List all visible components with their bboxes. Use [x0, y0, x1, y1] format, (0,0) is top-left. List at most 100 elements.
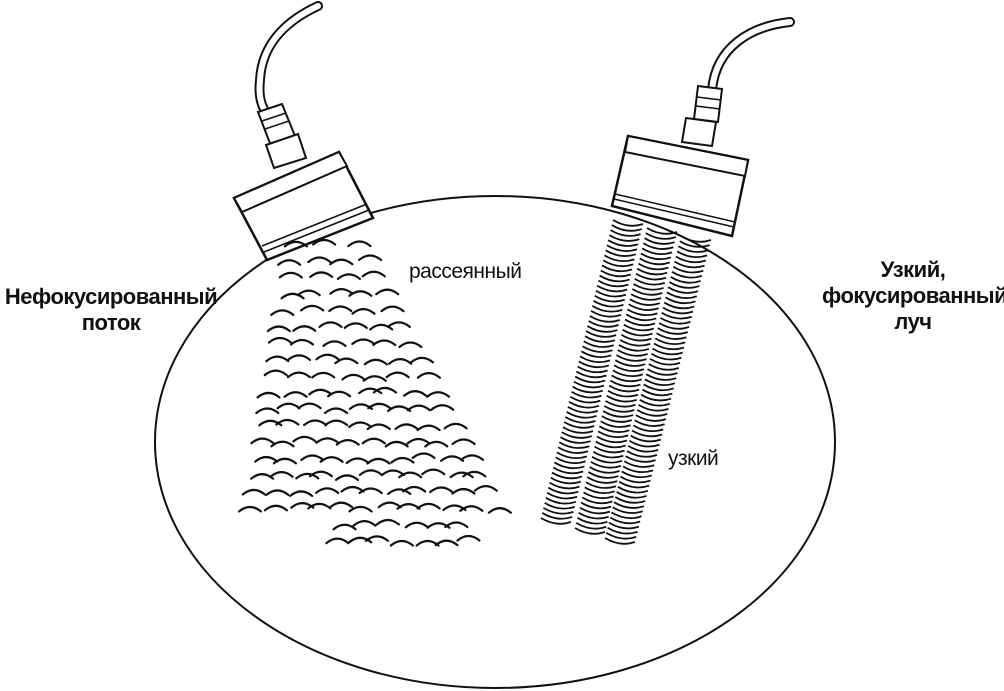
focused-wavelet	[587, 471, 619, 479]
tissue-body	[154, 195, 836, 689]
focused-wavelet	[634, 278, 666, 286]
focused-wavelet	[566, 411, 597, 419]
scatter-wavelet	[459, 454, 485, 461]
focused-wavelet	[590, 461, 622, 469]
focused-wavelet	[601, 264, 633, 273]
focused-wavelet	[625, 313, 657, 322]
scatter-wavelet	[241, 488, 266, 496]
focused-wavelet	[597, 279, 629, 288]
focused-wavelet	[540, 517, 572, 525]
scatter-wavelet	[439, 455, 465, 462]
focused-wavelet	[614, 496, 646, 504]
focused-wavelet	[605, 249, 636, 257]
focused-wavelet	[593, 300, 624, 308]
unfocused-label-line1: Нефокусированный	[4, 284, 218, 309]
scatter-wavelet	[309, 271, 334, 279]
scatter-wavelet	[347, 240, 372, 248]
scatter-wavelet	[278, 271, 303, 279]
focused-label-line2: фокусированный	[822, 283, 1004, 308]
unfocused-transducer-icon	[232, 1, 375, 262]
focused-wavelet	[572, 385, 604, 394]
focused-wavelet	[592, 450, 624, 459]
focused-wavelet	[619, 339, 651, 347]
focused-wavelet	[632, 424, 664, 433]
unfocused-stream-label: Нефокусированный поток	[0, 284, 222, 336]
scatter-wavelet	[340, 485, 365, 493]
scatter-wavelet	[363, 358, 388, 366]
focused-wavelet	[577, 365, 608, 374]
scatter-wavelet	[292, 435, 317, 443]
scatter-wavelet	[341, 373, 366, 381]
focused-wavelet	[555, 456, 586, 465]
scatter-wavelet	[289, 338, 315, 346]
focused-wavelet	[616, 491, 647, 499]
focused-wavelet	[618, 344, 650, 352]
focused-wavelet	[639, 399, 671, 407]
focused-wavelet	[612, 369, 644, 378]
scatter-wavelet	[275, 418, 300, 426]
scatter-wavelet	[265, 355, 290, 363]
scatter-wavelet	[326, 390, 352, 398]
focused-wavelet	[569, 396, 601, 404]
focused-wavelet	[550, 476, 582, 485]
scatter-wavelet	[389, 539, 414, 547]
focused-wavelet	[658, 322, 690, 330]
focused-wavelet	[674, 260, 705, 269]
scatter-wavelet	[319, 456, 344, 463]
scatter-wavelet	[323, 407, 349, 415]
focused-wavelet	[584, 486, 616, 495]
scatter-wavelet	[329, 258, 354, 266]
scatter-wavelet	[369, 323, 394, 331]
scatter-wavelet	[386, 321, 411, 328]
focused-wavelet	[612, 219, 644, 227]
focused-wavelet	[629, 439, 660, 448]
focused-wavelet	[624, 318, 656, 327]
focused-wavelet	[595, 440, 627, 449]
focused-wavelet	[579, 355, 611, 364]
focused-wavelet	[610, 229, 641, 237]
focused-wavelet	[675, 255, 707, 264]
scatter-wavelet	[308, 470, 334, 478]
focused-wavelet	[564, 416, 596, 424]
scatter-wavelet	[343, 322, 368, 330]
scatter-wavelet	[300, 454, 325, 462]
focused-wavelet	[601, 415, 633, 423]
scatter-wavelet	[315, 437, 340, 444]
scatter-wavelet	[336, 273, 361, 281]
focused-wavelet	[544, 502, 575, 510]
focused-wavelet	[630, 434, 662, 443]
scatter-wavelet	[300, 304, 325, 312]
focused-wavelet	[611, 374, 642, 383]
focused-wavelet	[617, 486, 649, 494]
focused-wavelet	[545, 497, 577, 505]
focused-wavelet	[558, 441, 590, 449]
scatter-wavelet	[266, 325, 291, 333]
scatter-wavelet	[402, 485, 427, 493]
scatter-wavelet	[404, 521, 429, 529]
focused-wavelet	[637, 262, 669, 271]
focused-wavelet	[608, 521, 640, 530]
focused-wavelet	[645, 373, 677, 381]
focused-wavelet	[662, 306, 694, 315]
focused-wavelet	[579, 506, 611, 515]
scatter-wavelet	[276, 402, 301, 410]
scatter-wavelet	[348, 421, 373, 429]
focused-wavelet	[641, 388, 673, 397]
scatter-wavelet	[335, 439, 360, 446]
scatter-wavelet	[265, 489, 290, 497]
scatter-wavelet	[329, 501, 354, 509]
focused-wavelet	[573, 380, 605, 389]
scatter-wavelet	[283, 240, 309, 248]
scatter-wavelet	[250, 437, 275, 445]
focused-wavelet	[575, 370, 607, 379]
focused-wavelet	[679, 240, 710, 248]
focused-wavelet	[606, 395, 638, 403]
focused-wavelet	[666, 291, 698, 299]
unfocused-label-line2: поток	[81, 310, 141, 335]
scatter-wavelet	[308, 388, 333, 396]
focused-wavelet	[653, 342, 685, 351]
focused-wavelet	[604, 537, 636, 545]
focused-wavelet	[641, 247, 673, 256]
scatter-wavelet	[387, 488, 412, 496]
scatter-wavelet	[372, 386, 398, 394]
